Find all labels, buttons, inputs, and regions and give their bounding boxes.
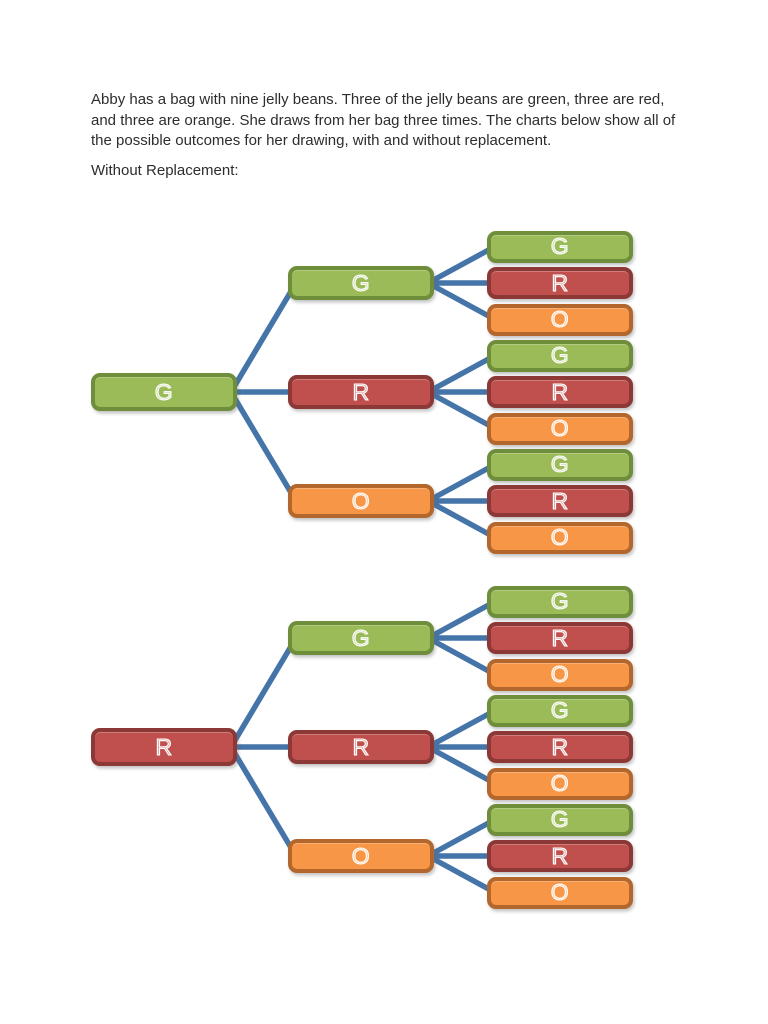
node-letter: R <box>551 378 569 405</box>
node-letter: R <box>551 487 569 514</box>
third-draw-node-o: O <box>487 658 633 691</box>
node-letter: O <box>550 415 570 441</box>
node-letter: G <box>351 269 371 296</box>
third-draw-node-r: R <box>487 485 633 517</box>
third-draw-node-g: G <box>487 448 633 481</box>
branch-line <box>228 745 299 858</box>
third-draw-node-g: G <box>487 585 633 618</box>
node-letter: R <box>551 733 569 760</box>
branch-line <box>426 498 497 540</box>
third-draw-node-r: R <box>487 622 633 654</box>
third-draw-node-r: R <box>487 840 633 872</box>
node-letter: O <box>351 487 371 514</box>
intro-paragraph: Abby has a bag with nine jelly beans. Th… <box>91 91 676 149</box>
third-draw-node-o: O <box>487 303 633 336</box>
section-label: Without Replacement: <box>91 162 239 179</box>
node-letter: R <box>551 269 569 296</box>
third-draw-node-g: G <box>487 803 633 836</box>
node-letter: O <box>550 661 570 687</box>
branch-line <box>426 280 497 322</box>
branch-line <box>426 744 497 786</box>
third-draw-node-r: R <box>487 267 633 299</box>
branch-line <box>426 462 497 504</box>
third-draw-node-o: O <box>487 767 633 800</box>
branch-line <box>228 390 299 503</box>
node-letter: G <box>351 624 371 651</box>
branch-line <box>426 389 497 431</box>
second-draw-node-r: R <box>288 375 434 409</box>
branch-line <box>426 635 497 677</box>
third-draw-node-r: R <box>487 731 633 763</box>
node-letter: O <box>351 842 371 869</box>
second-draw-node-r: R <box>288 730 434 764</box>
third-draw-node-g: G <box>487 230 633 263</box>
branch-line <box>228 636 299 749</box>
node-letter: G <box>154 378 174 405</box>
node-letter: G <box>550 342 570 368</box>
second-draw-node-g: G <box>288 266 434 300</box>
node-letter: R <box>551 842 569 869</box>
branch-line <box>426 817 497 859</box>
third-draw-node-o: O <box>487 412 633 445</box>
node-letter: G <box>550 451 570 477</box>
node-letter: G <box>550 697 570 723</box>
node-letter: G <box>550 588 570 614</box>
node-letter: G <box>550 233 570 259</box>
third-draw-node-o: O <box>487 876 633 909</box>
node-letter: G <box>550 806 570 832</box>
node-letter: R <box>352 733 370 760</box>
node-letter: R <box>352 378 370 405</box>
node-letter: R <box>551 624 569 651</box>
branch-line <box>426 353 497 395</box>
node-letter: O <box>550 879 570 905</box>
branch-line <box>426 599 497 641</box>
second-draw-node-o: O <box>288 839 434 873</box>
third-draw-node-r: R <box>487 376 633 408</box>
third-draw-node-g: G <box>487 339 633 372</box>
third-draw-node-g: G <box>487 694 633 727</box>
second-draw-node-o: O <box>288 484 434 518</box>
first-draw-node-r: R <box>91 728 237 766</box>
branch-line <box>228 281 299 394</box>
node-letter: O <box>550 770 570 796</box>
third-draw-node-o: O <box>487 521 633 554</box>
first-draw-node-g: G <box>91 373 237 411</box>
branch-line <box>426 244 497 286</box>
second-draw-node-g: G <box>288 621 434 655</box>
branch-line <box>426 708 497 750</box>
node-letter: O <box>550 524 570 550</box>
node-letter: R <box>155 733 173 760</box>
node-letter: O <box>550 306 570 332</box>
branch-line <box>426 853 497 895</box>
